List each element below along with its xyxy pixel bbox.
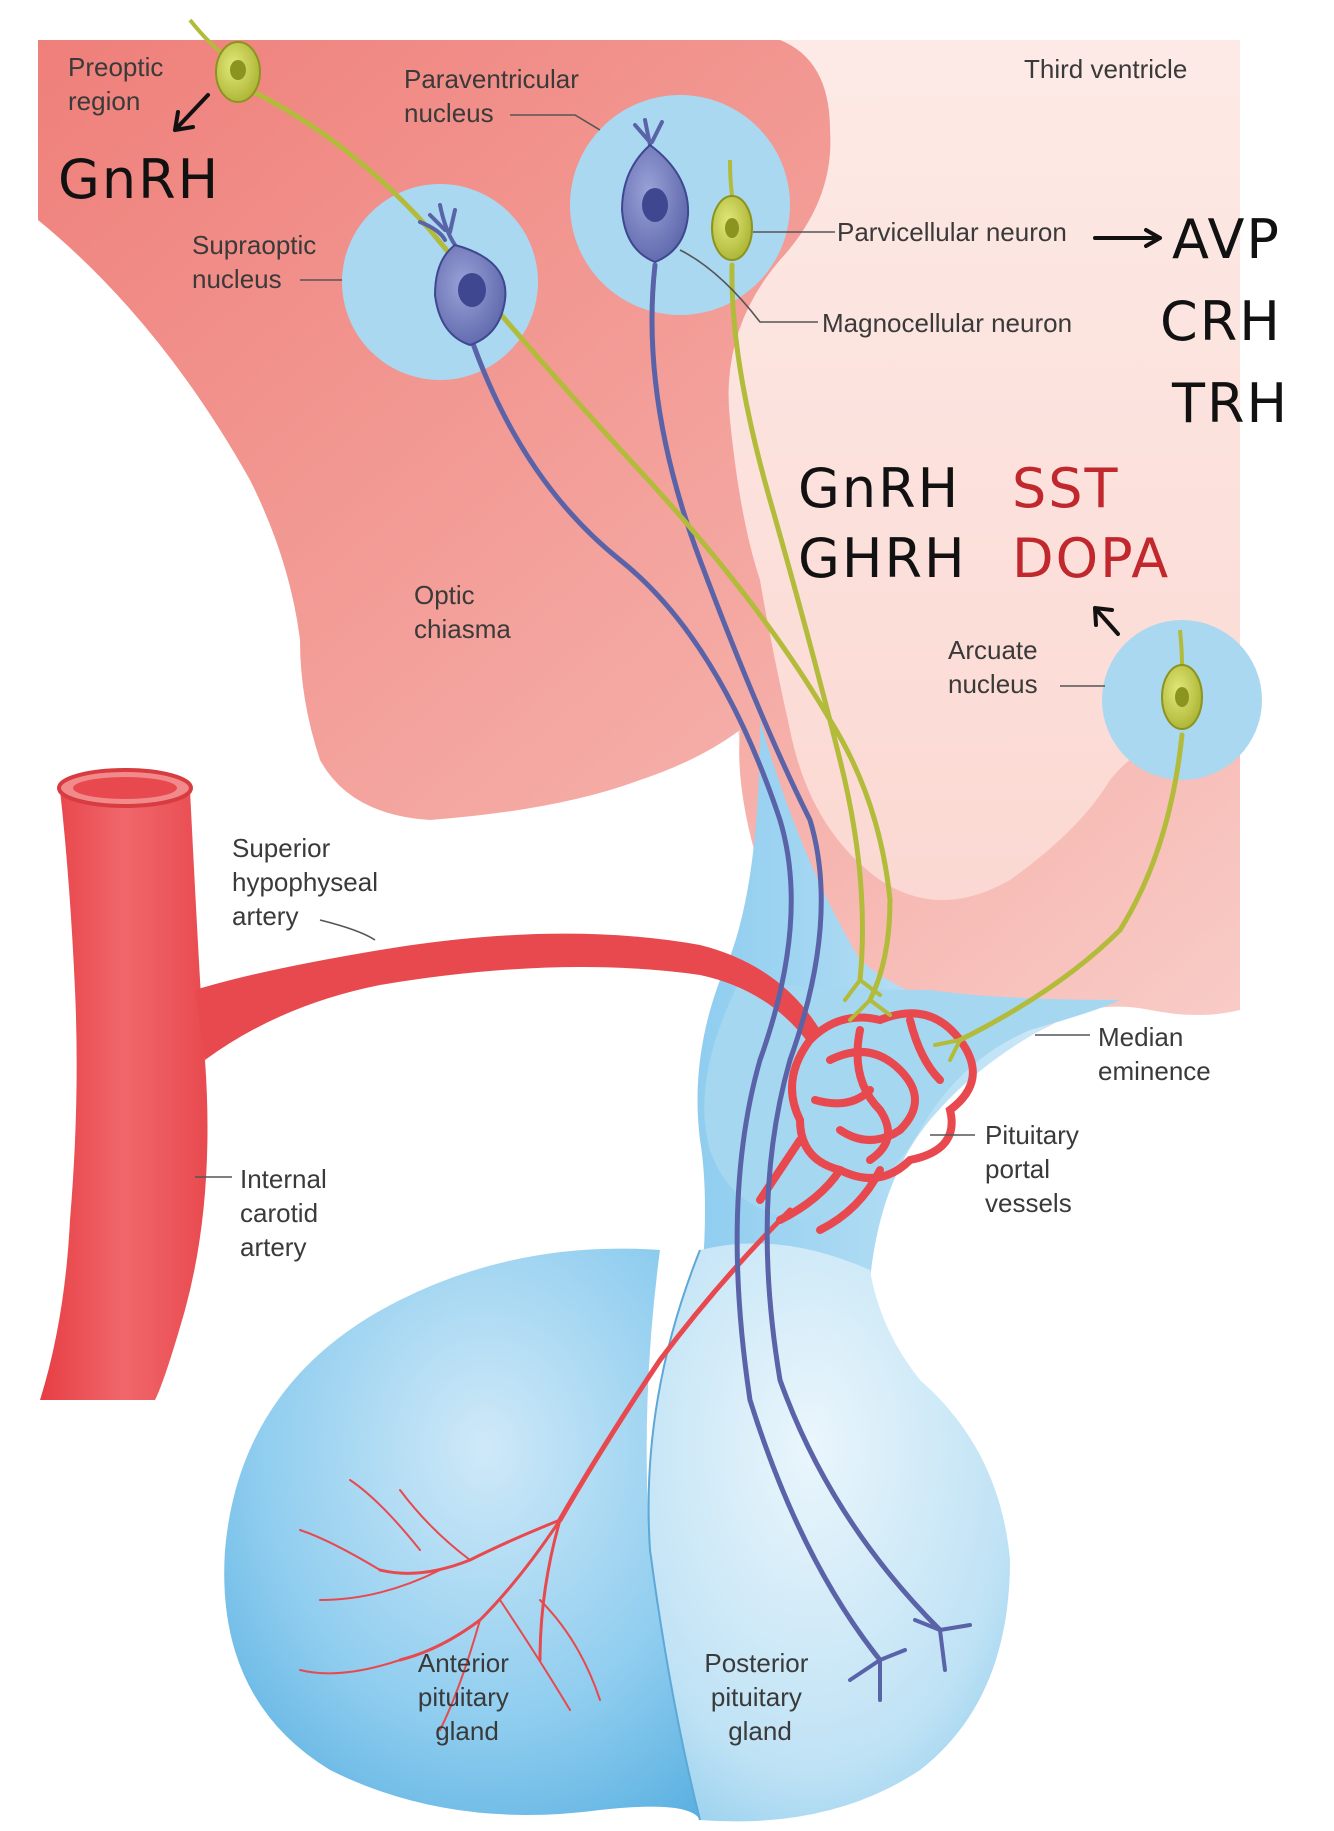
- label-third-ventricle: Third ventricle: [1024, 54, 1187, 84]
- superior-hypophyseal-artery: [195, 933, 820, 1060]
- supraoptic-magnocellular-neuron: [418, 203, 507, 347]
- label-superior-hypophyseal-artery: Superior hypophyseal artery: [232, 833, 385, 931]
- label-pituitary-portal-vessels: Pituitary portal vessels: [985, 1120, 1086, 1218]
- pituitary-portal-vessels: [756, 1009, 977, 1234]
- arrow-parvicellular-to-hormones: [1093, 228, 1162, 248]
- parvicellular-axons: [247, 87, 1185, 1043]
- pituitary-lobe-boundary: [647, 1249, 701, 1821]
- label-preoptic-region: Preoptic region: [68, 52, 171, 116]
- label-internal-carotid-artery: Internal carotid artery: [240, 1164, 334, 1262]
- label-parvicellular-neuron: Parvicellular neuron: [837, 217, 1067, 247]
- paraventricular-magnocellular-neuron: [620, 118, 690, 264]
- handwritten-crh: CRH: [1160, 290, 1282, 353]
- handwritten-ghrh: GHRH: [798, 527, 967, 590]
- handwritten-dopa: DOPA: [1012, 527, 1170, 590]
- label-magnocellular-neuron: Magnocellular neuron: [822, 308, 1072, 338]
- label-paraventricular-nucleus: Paraventricular nucleus: [404, 64, 586, 128]
- label-optic-chiasma: Optic chiasma: [414, 580, 511, 644]
- magnocellular-axons: [467, 262, 943, 1663]
- handwritten-sst: SST: [1012, 457, 1120, 520]
- paraventricular-parvicellular-neuron: [711, 159, 753, 261]
- internal-carotid-artery: [40, 790, 208, 1400]
- handwritten-trh: TRH: [1171, 372, 1289, 435]
- label-median-eminence: Median eminence: [1098, 1022, 1211, 1086]
- handwritten-avp: AVP: [1172, 208, 1281, 271]
- preoptic-neuron: [188, 18, 261, 103]
- anterior-pituitary-capillaries: [299, 1207, 793, 1731]
- label-anterior-pituitary-gland: Anterior pituitary gland: [418, 1648, 516, 1746]
- arcuate-neuron: [1161, 629, 1203, 730]
- handwritten-preoptic-gnrh: GnRH: [58, 148, 220, 211]
- label-arcuate-nucleus: Arcuate nucleus: [948, 635, 1045, 699]
- anterior-pituitary-gland: [224, 1248, 700, 1820]
- label-posterior-pituitary-gland: Posterior pituitary gland: [704, 1648, 815, 1746]
- arrow-preoptic-to-gnrh: [173, 93, 210, 132]
- label-supraoptic-nucleus: Supraoptic nucleus: [192, 230, 324, 294]
- parvicellular-terminals: [843, 978, 962, 1062]
- leader-lines: [195, 114, 1105, 1178]
- arrow-arcuate-to-hormones: [1093, 606, 1120, 636]
- posterior-pituitary-gland: [648, 1243, 1010, 1822]
- handwritten-gnrh: GnRH: [798, 457, 960, 520]
- magnocellular-terminals: [848, 1618, 972, 1702]
- hypothalamus-region: [38, 40, 1240, 1050]
